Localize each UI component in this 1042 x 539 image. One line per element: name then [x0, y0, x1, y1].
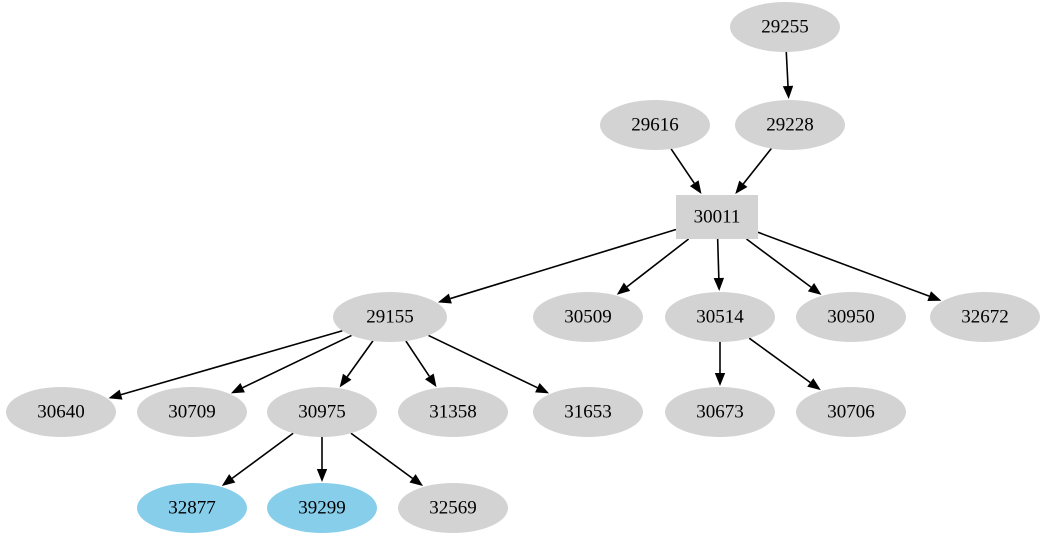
graph-edge [230, 334, 352, 394]
edge-arrowhead-icon [735, 180, 748, 194]
graph-edge [757, 231, 942, 302]
graph-edge [316, 437, 328, 482]
edge-line [405, 340, 431, 377]
edge-line [242, 334, 352, 389]
graph-node-30509[interactable]: 30509 [533, 292, 643, 342]
edge-line [626, 238, 690, 288]
node-ellipse-shape[interactable] [137, 387, 247, 437]
edge-arrowhead-icon [782, 85, 794, 100]
graph-edge [713, 238, 725, 291]
node-ellipse-shape[interactable] [398, 483, 508, 533]
node-ellipse-shape[interactable] [267, 483, 377, 533]
graph-edge [108, 329, 343, 400]
edge-arrowhead-icon [807, 378, 821, 391]
graph-edge [350, 432, 424, 487]
node-ellipse-shape[interactable] [398, 387, 508, 437]
node-ellipse-shape[interactable] [533, 292, 643, 342]
edge-arrowhead-icon [339, 373, 352, 388]
node-ellipse-shape[interactable] [267, 387, 377, 437]
node-ellipse-shape[interactable] [665, 387, 775, 437]
graph-edge [405, 340, 437, 388]
graph-node-30640[interactable]: 30640 [6, 387, 116, 437]
edge-line [785, 51, 789, 87]
graph-edge [428, 334, 550, 394]
graph-node-29155[interactable]: 29155 [333, 292, 447, 342]
edge-arrowhead-icon [221, 474, 236, 486]
edge-line [742, 148, 772, 185]
edge-arrowhead-icon [689, 180, 702, 194]
node-ellipse-shape[interactable] [796, 387, 906, 437]
node-ellipse-shape[interactable] [6, 387, 116, 437]
edge-arrowhead-icon [616, 282, 631, 295]
edge-line [120, 329, 343, 396]
graph-edge [221, 432, 294, 486]
edge-line [350, 432, 414, 479]
edge-line [231, 432, 294, 479]
graph-node-30709[interactable]: 30709 [137, 387, 247, 437]
graph-edge [616, 238, 690, 295]
edge-arrowhead-icon [437, 293, 452, 304]
node-ellipse-shape[interactable] [796, 292, 906, 342]
node-ellipse-shape[interactable] [137, 483, 247, 533]
node-ellipse-shape[interactable] [735, 100, 845, 150]
edge-line [748, 337, 811, 384]
graph-node-30950[interactable]: 30950 [796, 292, 906, 342]
graph-node-29616[interactable]: 29616 [600, 100, 710, 150]
edge-line [428, 334, 538, 389]
graph-node-29255[interactable]: 29255 [730, 2, 840, 52]
edge-arrowhead-icon [425, 373, 437, 388]
node-ellipse-shape[interactable] [533, 387, 643, 437]
graph-edge [670, 148, 702, 194]
nodes-layer: 29255 29616 29228 30011 29155 30509 30514 30950… [6, 2, 1040, 533]
graph-node-29228[interactable]: 29228 [735, 100, 845, 150]
node-ellipse-shape[interactable] [930, 292, 1040, 342]
edge-arrowhead-icon [108, 389, 123, 400]
edge-arrowhead-icon [713, 277, 725, 291]
edge-line [670, 148, 695, 184]
node-box-shape[interactable] [676, 195, 758, 239]
edge-arrowhead-icon [316, 469, 328, 482]
graph-edge [748, 337, 821, 391]
edge-line [746, 238, 812, 288]
graph-node-32672[interactable]: 32672 [930, 292, 1040, 342]
edges-layer [108, 51, 942, 487]
edge-arrowhead-icon [409, 474, 424, 487]
node-ellipse-shape[interactable] [600, 100, 710, 150]
graph-node-32877[interactable]: 32877 [137, 483, 247, 533]
graph-edge [746, 238, 822, 295]
edge-arrowhead-icon [714, 373, 726, 386]
edge-arrowhead-icon [230, 383, 245, 394]
edge-arrowhead-icon [807, 282, 822, 295]
graph-edge [782, 51, 794, 100]
graph-node-30514[interactable]: 30514 [665, 292, 775, 342]
graph-node-30673[interactable]: 30673 [665, 387, 775, 437]
node-ellipse-shape[interactable] [730, 2, 840, 52]
graph-edge [714, 342, 726, 386]
edge-line [716, 238, 720, 279]
edge-line [346, 340, 374, 378]
graph-node-30975[interactable]: 30975 [267, 387, 377, 437]
edge-line [450, 228, 677, 300]
graph-node-39299[interactable]: 39299 [267, 483, 377, 533]
graph-edge [735, 148, 772, 194]
node-ellipse-shape[interactable] [333, 292, 447, 342]
graph-edge [437, 228, 677, 304]
graph-node-31653[interactable]: 31653 [533, 387, 643, 437]
graph-node-30011[interactable]: 30011 [676, 195, 758, 239]
node-ellipse-shape[interactable] [665, 292, 775, 342]
graph-node-31358[interactable]: 31358 [398, 387, 508, 437]
graph-node-32569[interactable]: 32569 [398, 483, 508, 533]
graph-node-30706[interactable]: 30706 [796, 387, 906, 437]
edge-arrowhead-icon [927, 291, 942, 302]
edge-line [757, 231, 930, 297]
edge-arrowhead-icon [535, 383, 550, 394]
graph-edge [339, 340, 374, 388]
